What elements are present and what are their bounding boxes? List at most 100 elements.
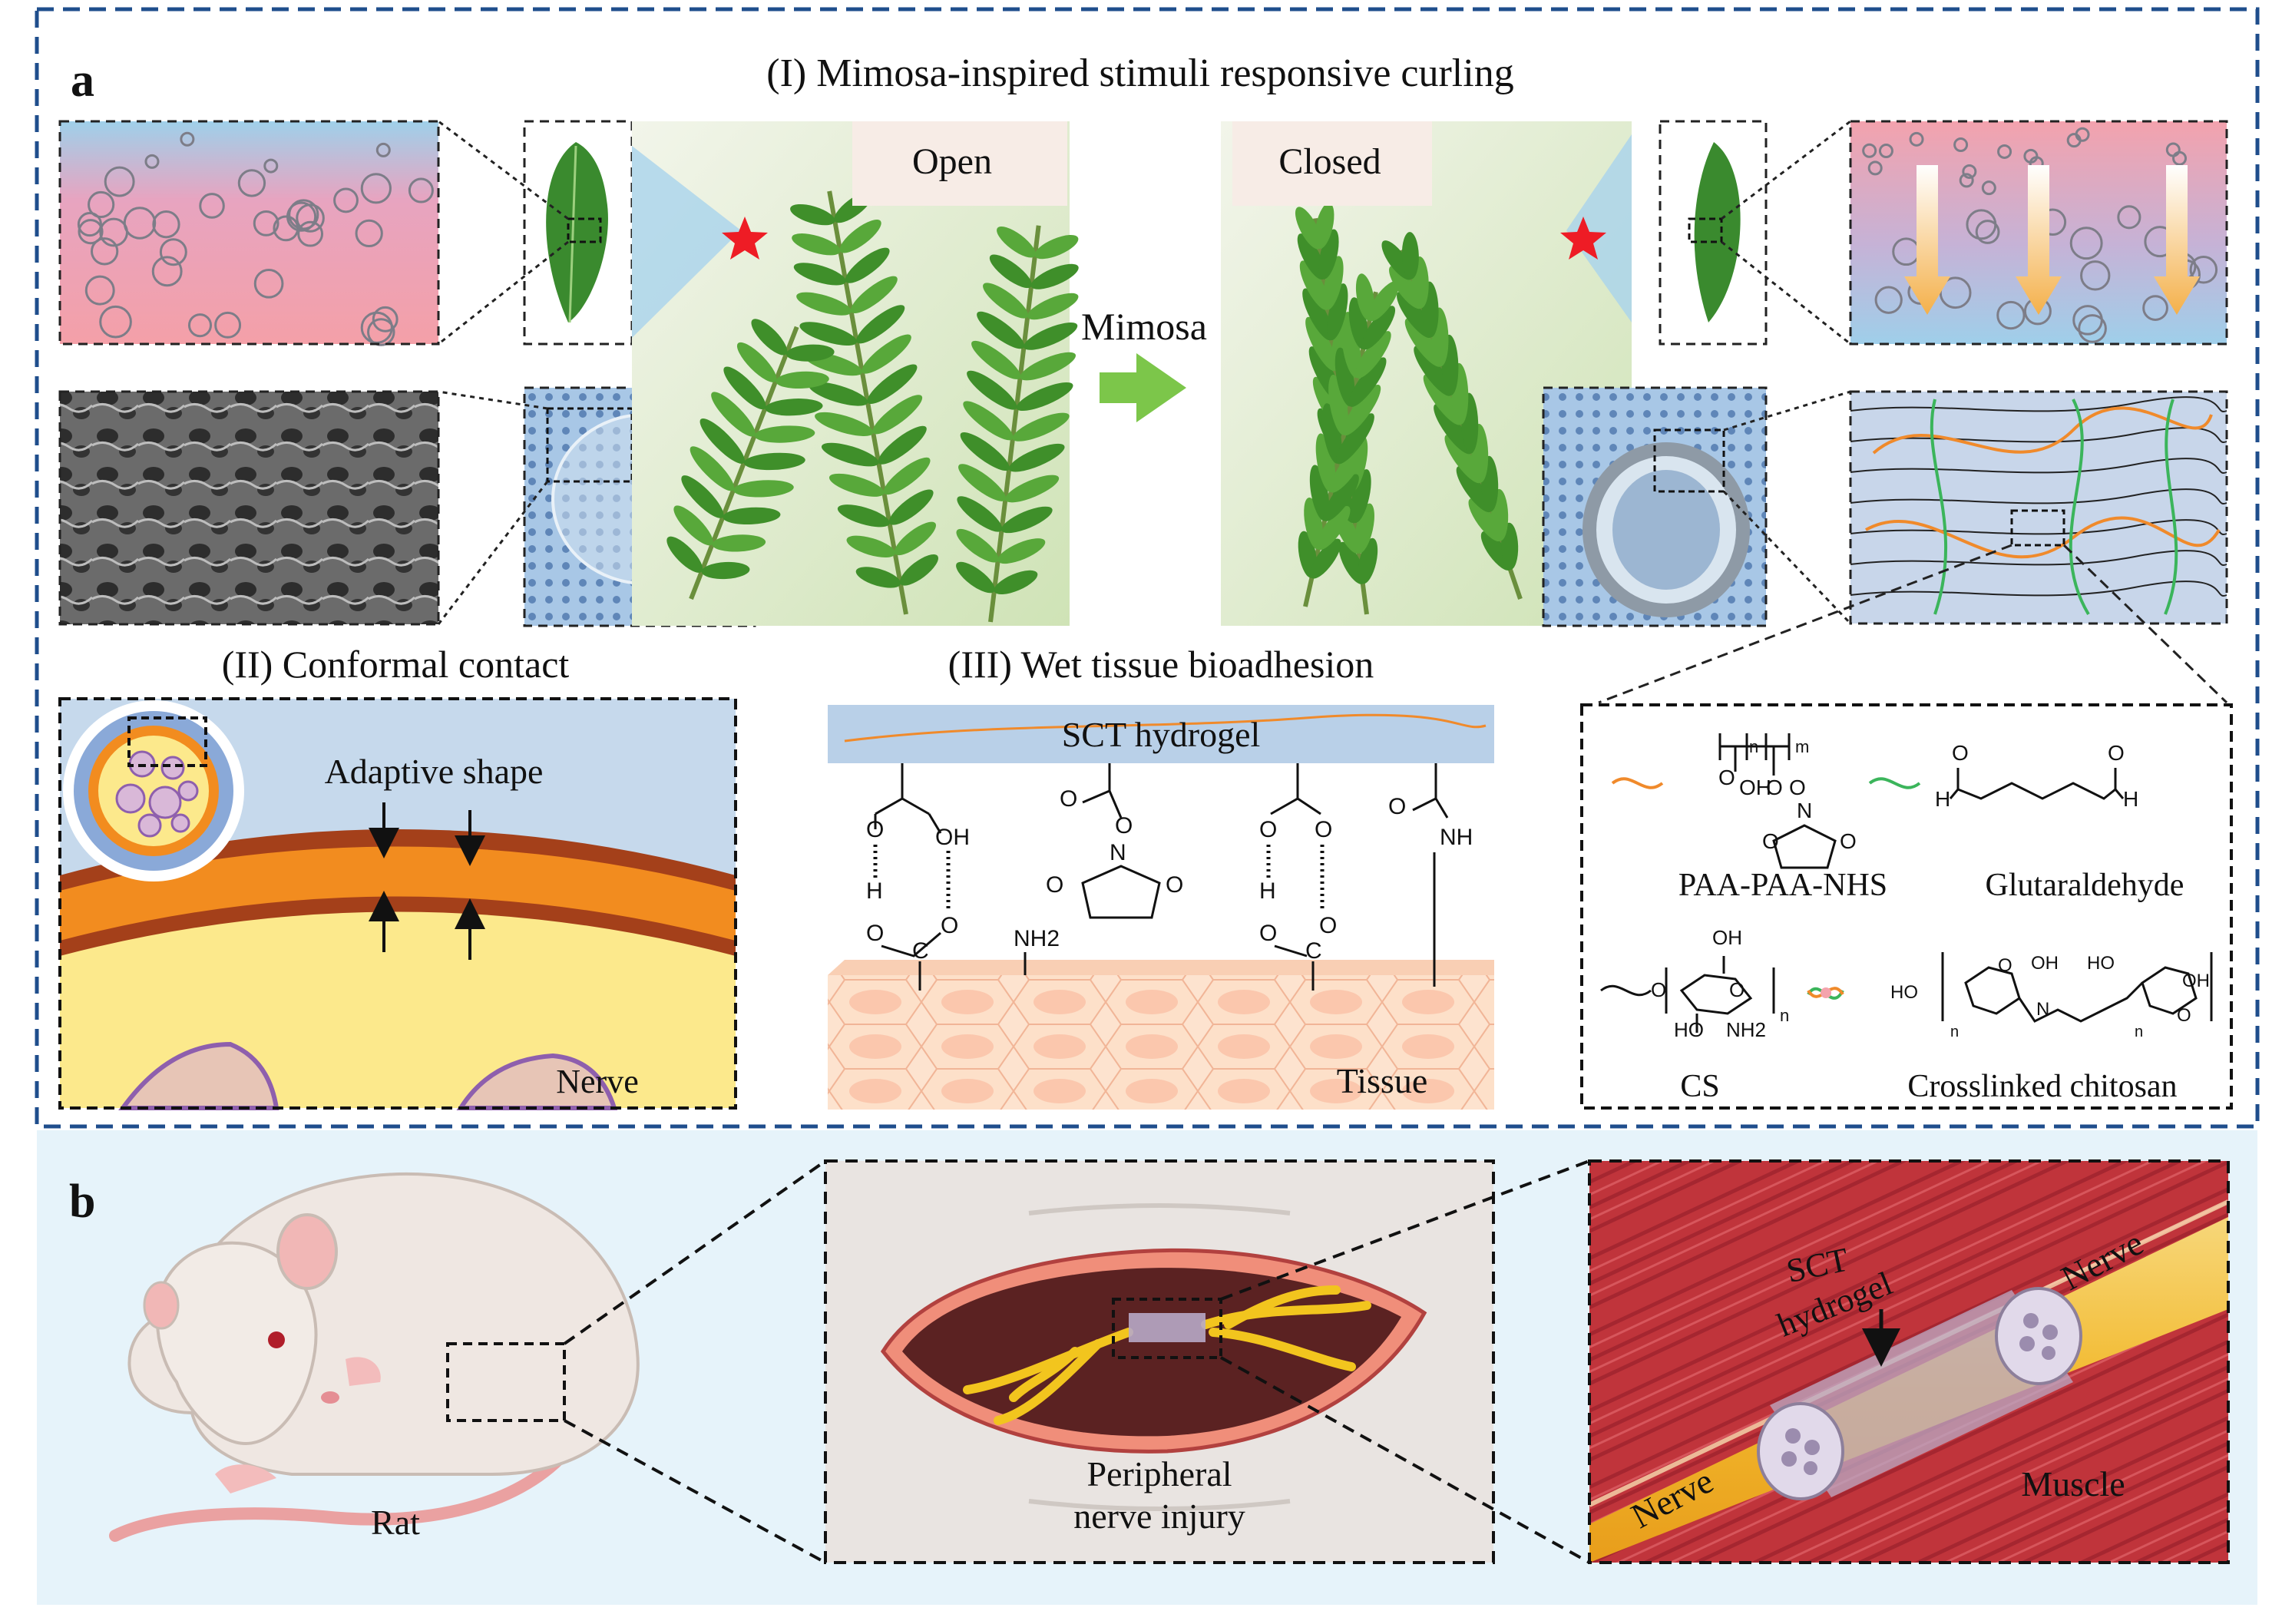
panel-a-frame	[35, 7, 2260, 1129]
svg-text:HO: HO	[1674, 1018, 1704, 1041]
rat-ear	[276, 1213, 338, 1290]
svg-text:H: H	[1935, 787, 1950, 811]
injury-zoom-lines	[1220, 1159, 1590, 1564]
red-star-closed	[1560, 217, 1606, 260]
sem-connector	[437, 390, 549, 625]
svg-text:O: O	[1259, 817, 1277, 842]
rat-paw-front	[346, 1357, 381, 1386]
sct-hydrogel-label: SCT hydrogel	[1062, 715, 1261, 754]
bioadhesion-panel: SCT hydrogel Tissue O OH H O C O O O N O…	[828, 705, 1494, 1110]
red-star-open	[722, 217, 768, 260]
crosslinked-chitosan-label: Crosslinked chitosan	[1907, 1069, 2177, 1104]
sem-image	[58, 390, 440, 626]
adaptive-shape-label: Adaptive shape	[325, 752, 544, 791]
tissue-block	[828, 975, 1494, 1110]
green-arrow	[1100, 353, 1186, 422]
polymer-network	[1598, 390, 2228, 704]
porous-gradient-left	[58, 120, 440, 346]
svg-text:O: O	[1789, 776, 1806, 799]
svg-text:NH2: NH2	[1726, 1018, 1766, 1041]
svg-text:O: O	[1115, 813, 1133, 838]
svg-text:NH: NH	[1440, 825, 1473, 850]
mimosa-open-photo: Open	[632, 121, 1079, 626]
svg-text:O: O	[1259, 921, 1277, 946]
rat-zoom-lines	[563, 1159, 827, 1564]
svg-text:H: H	[866, 878, 883, 904]
svg-text:H: H	[2123, 787, 2138, 811]
svg-text:HO: HO	[1890, 982, 1918, 1003]
paa-label: PAA-PAA-NHS	[1678, 868, 1887, 903]
conformal-contact-panel: Nerve Adaptive shape	[58, 697, 737, 1110]
title-wet-bioadhesion: (III) Wet tissue bioadhesion	[948, 643, 1374, 686]
svg-text:OH: OH	[1712, 926, 1742, 949]
svg-text:O: O	[941, 913, 958, 938]
svg-text:N: N	[1797, 799, 1812, 822]
rat-head	[155, 1241, 318, 1446]
rat-ear-small	[143, 1281, 180, 1330]
svg-text:O: O	[1060, 786, 1077, 812]
sct-conduit	[1757, 1287, 2082, 1500]
svg-text:OH: OH	[2182, 971, 2210, 991]
svg-text:m: m	[1795, 737, 1809, 756]
rat-paw	[215, 1464, 276, 1493]
rat-tail	[109, 1422, 590, 1542]
svg-text:O: O	[1315, 817, 1332, 842]
muscle-label: Muscle	[2021, 1464, 2125, 1503]
svg-text:O: O	[866, 921, 884, 946]
closed-label: Closed	[1278, 141, 1381, 182]
panel-a-letter: a	[71, 55, 94, 107]
title-conformal-contact: (II) Conformal contact	[222, 643, 570, 686]
chemistry-panel: O OH n m O O N O O O O H H PAA-PAA-NHS G…	[1580, 703, 2233, 1110]
svg-text:O: O	[1840, 829, 1857, 853]
svg-text:O: O	[1046, 872, 1063, 898]
leaf-closed-inset	[1659, 120, 1851, 346]
svg-text:HO: HO	[2087, 953, 2115, 974]
svg-text:H: H	[1259, 878, 1276, 904]
svg-text:OH: OH	[1739, 776, 1771, 799]
panel-b-letter: b	[69, 1176, 95, 1228]
svg-text:O: O	[1762, 829, 1779, 853]
rat-illustration: Rat	[109, 1173, 640, 1542]
svg-text:O: O	[1729, 978, 1745, 1001]
svg-text:OH: OH	[935, 825, 970, 850]
svg-text:n: n	[1749, 737, 1758, 756]
svg-text:n: n	[1950, 1024, 1959, 1040]
nerve-injury-panel: Peripheral nerve injury	[824, 1159, 1495, 1564]
svg-text:NH2: NH2	[1014, 926, 1060, 951]
svg-text:O: O	[1388, 794, 1406, 819]
nerve-label-II: Nerve	[556, 1063, 639, 1100]
svg-text:O: O	[2108, 741, 2125, 765]
rat-eye	[268, 1331, 285, 1348]
injury-label-line1: Peripheral	[1086, 1454, 1232, 1493]
svg-text:N: N	[1110, 840, 1126, 865]
hydrogel-curled-photo	[1542, 386, 1852, 627]
svg-text:O: O	[1319, 913, 1337, 938]
svg-text:O: O	[1766, 776, 1783, 799]
svg-text:O: O	[1998, 955, 2012, 976]
nerve-repair-panel: SCT hydrogel Nerve Nerve Muscle	[1588, 1159, 2230, 1564]
svg-text:C: C	[1305, 938, 1322, 964]
porous-gradient-right	[1849, 120, 2228, 346]
svg-text:n: n	[1780, 1006, 1789, 1025]
svg-text:n: n	[2135, 1024, 2143, 1040]
injury-label-line2: nerve injury	[1073, 1497, 1245, 1536]
svg-text:O: O	[1718, 766, 1735, 789]
mimosa-label: Mimosa	[1081, 305, 1207, 348]
title-mimosa-curling: (I) Mimosa-inspired stimuli responsive c…	[766, 51, 1513, 95]
svg-text:O: O	[2177, 1005, 2191, 1026]
svg-text:OH: OH	[2031, 953, 2059, 974]
svg-text:O: O	[1952, 741, 1969, 765]
rat-label: Rat	[371, 1503, 420, 1542]
tissue-label: Tissue	[1337, 1061, 1427, 1100]
rat-injury-box	[446, 1342, 566, 1422]
svg-text:O: O	[1166, 872, 1183, 898]
rat-nose	[321, 1391, 339, 1404]
cs-label: CS	[1680, 1069, 1719, 1104]
svg-text:O: O	[866, 817, 884, 842]
svg-text:N: N	[2036, 999, 2049, 1020]
leaf-open-inset	[438, 120, 633, 346]
glutaraldehyde-label: Glutaraldehyde	[1986, 868, 2184, 903]
svg-text:O: O	[1651, 978, 1666, 1001]
open-label: Open	[912, 141, 992, 182]
